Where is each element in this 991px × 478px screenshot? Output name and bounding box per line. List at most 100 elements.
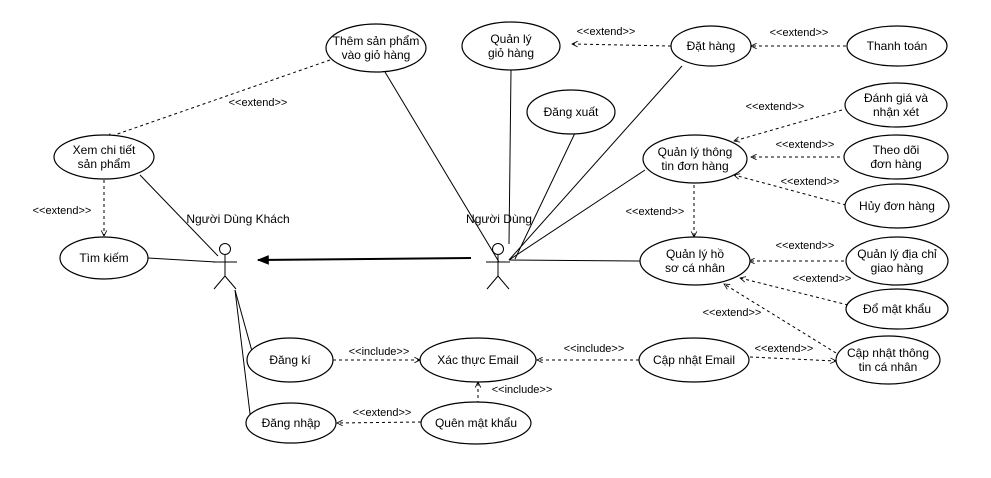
use-case-ellipse <box>638 337 750 383</box>
use-case-ellipse <box>642 134 748 184</box>
use-case-ellipse <box>844 183 950 229</box>
label-extend: <<extend>> <box>229 97 288 109</box>
use-case-label: sơ cá nhân <box>665 261 725 275</box>
use-case-login[interactable]: Đăng nhập <box>245 402 337 444</box>
label-extend: <<extend>> <box>626 206 685 218</box>
use-case-label: Quên mật khẩu <box>435 416 517 430</box>
use-case-label: Đăng xuất <box>544 105 599 119</box>
assoc-guest-view-detail <box>139 174 219 257</box>
use-case-ellipse <box>59 236 149 280</box>
generalization-arrow <box>256 255 472 265</box>
use-case-label: Đánh giá và <box>864 91 928 105</box>
use-case-label: đơn hàng <box>870 157 921 171</box>
label-extend: <<extend>> <box>781 176 840 188</box>
use-case-ellipse <box>325 23 427 73</box>
use-case-ellipse <box>53 134 155 180</box>
assoc-user-order <box>508 65 683 261</box>
use-case-ellipse <box>420 401 532 445</box>
use-case-ellipse <box>461 21 561 71</box>
use-case-verify-email[interactable]: Xác thực Email <box>419 337 537 383</box>
assoc-user-logout <box>514 132 576 260</box>
use-case-ellipse <box>844 82 948 128</box>
use-case-label: Cập nhật Email <box>653 353 735 367</box>
label-extend: <<extend>> <box>746 101 805 113</box>
use-case-search[interactable]: Tìm kiếm <box>59 236 149 280</box>
label-include: <<include>> <box>349 346 410 358</box>
use-case-ellipse <box>845 288 949 330</box>
use-case-label: Xác thực Email <box>437 353 518 367</box>
use-case-logout[interactable]: Đăng xuất <box>526 89 616 135</box>
use-case-ellipse <box>419 337 537 383</box>
use-case-label: tin cá nhân <box>859 360 918 374</box>
assoc-guest-search <box>147 257 217 263</box>
label-extend: <<extend>> <box>703 307 762 319</box>
actor-user[interactable]: Người Dùng <box>466 212 532 290</box>
use-case-ellipse <box>835 335 941 385</box>
assoc-user-cart <box>508 69 512 245</box>
dep-update-email-update-info <box>749 356 836 361</box>
dep-forgot-login <box>337 422 422 423</box>
use-case-cancel[interactable]: Hủy đơn hàng <box>844 183 950 229</box>
use-case-label: Hủy đơn hàng <box>859 199 935 213</box>
label-extend: <<extend>> <box>776 139 835 151</box>
label-extend: <<extend>> <box>353 407 412 419</box>
use-case-ellipse <box>846 25 948 67</box>
actor-guest-name: Người Dùng Khách <box>186 212 289 226</box>
use-case-label: Quản lý hồ <box>666 247 724 261</box>
use-case-ellipse <box>246 337 334 383</box>
actor-user-name: Người Dùng <box>466 212 532 226</box>
label-extend: <<extend>> <box>33 205 92 217</box>
use-case-ellipse <box>245 402 337 444</box>
label-extend: <<extend>> <box>770 27 829 39</box>
use-case-label: Thêm sản phẩm <box>333 34 420 48</box>
use-case-register[interactable]: Đăng kí <box>246 337 334 383</box>
use-case-label: sản phẩm <box>78 157 131 171</box>
assoc-guest-login <box>234 289 252 423</box>
use-case-ellipse <box>670 25 752 67</box>
dependency-lines <box>104 44 849 423</box>
use-case-update-email[interactable]: Cập nhật Email <box>638 337 750 383</box>
relationship-labels: <<extend>> <<extend>> <<extend>> <<exten… <box>33 26 852 419</box>
use-case-label: Thanh toán <box>867 39 928 53</box>
association-lines <box>139 65 683 423</box>
use-case-password[interactable]: Đổ mật khẩu <box>845 288 949 330</box>
use-case-payment[interactable]: Thanh toán <box>846 25 948 67</box>
use-case-forgot-pw[interactable]: Quên mật khẩu <box>420 401 532 445</box>
actor-head <box>492 243 504 255</box>
use-case-ellipse <box>843 134 949 180</box>
label-extend: <<extend>> <box>755 343 814 355</box>
use-case-ellipse <box>845 236 949 286</box>
use-case-label: Quản lý địa chỉ <box>857 247 937 261</box>
use-case-order[interactable]: Đặt hàng <box>670 25 752 67</box>
use-case-label: vào giỏ hàng <box>342 48 411 62</box>
use-case-label: Đặt hàng <box>687 39 736 53</box>
assoc-user-profile <box>508 259 642 262</box>
use-case-ellipse <box>639 236 751 286</box>
label-extend: <<extend>> <box>577 26 636 38</box>
dep-order-cart <box>572 44 672 46</box>
use-case-label: Đăng nhập <box>262 416 321 430</box>
assoc-user-add-cart <box>384 71 500 263</box>
use-case-label: Quản lý thông <box>658 145 733 159</box>
actor-guest[interactable]: Người Dùng Khách <box>186 212 290 290</box>
dep-password-profile <box>740 278 849 306</box>
label-extend: <<extend>> <box>776 240 835 252</box>
assoc-user-order-manage <box>508 169 646 261</box>
label-extend: <<extend>> <box>793 273 852 285</box>
use-case-label: Cập nhật thông <box>847 346 929 360</box>
use-case-label: Tìm kiếm <box>79 251 128 265</box>
use-case-label: tin đơn hàng <box>661 159 728 173</box>
label-include: <<include>> <box>564 343 625 355</box>
dep-update-info-profile <box>724 284 837 354</box>
